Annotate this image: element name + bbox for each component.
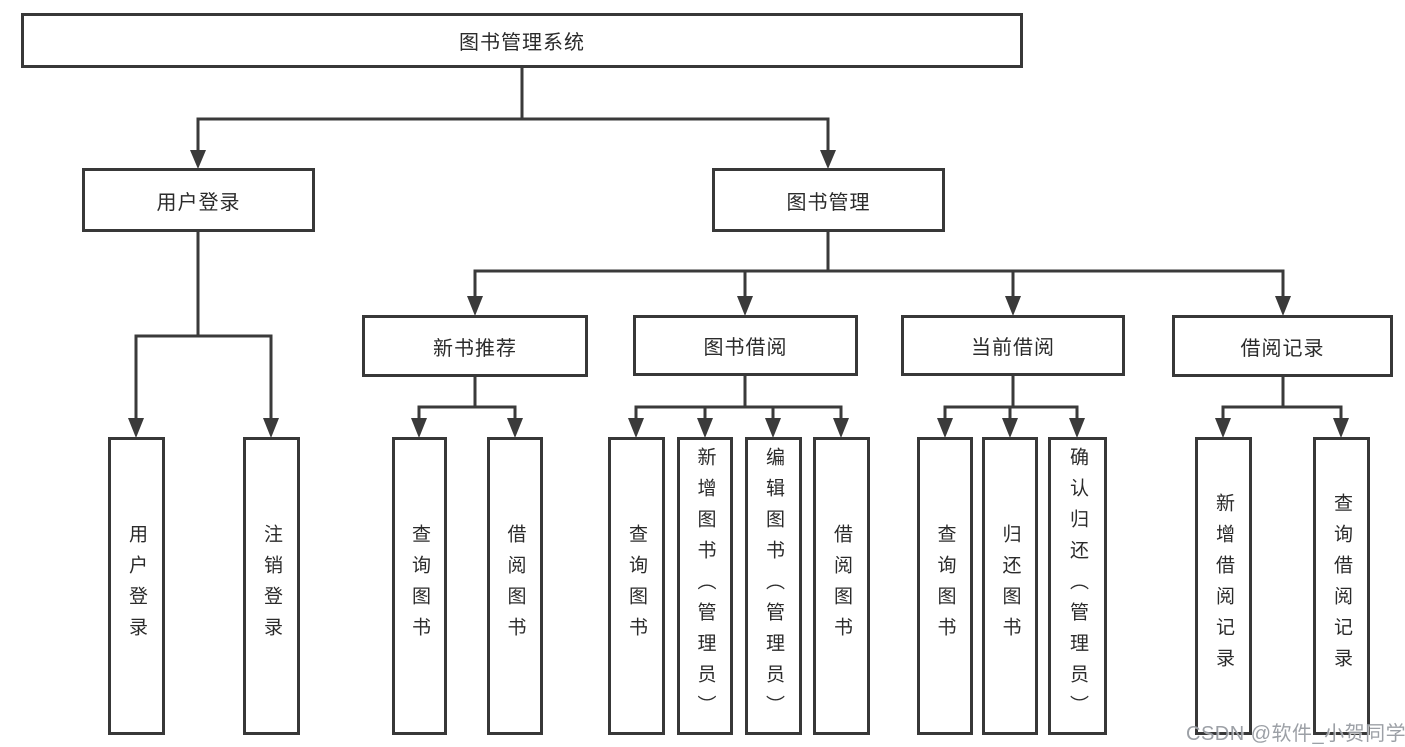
node-borrow-record: 借阅记录 — [1172, 315, 1393, 377]
node-current-borrow: 当前借阅 — [901, 315, 1125, 376]
connector-root-to-level2 — [190, 68, 836, 169]
leaf-query-book-borrow: 查询图书 — [608, 437, 665, 735]
connector-new-book-recommend-to-leaves — [411, 377, 523, 438]
leaf-return-book: 归还图书 — [982, 437, 1038, 735]
node-user-login: 用户登录 — [82, 168, 315, 232]
leaf-borrow-book: 借阅图书 — [813, 437, 870, 735]
connector-book-management-to-level3 — [467, 232, 1291, 316]
node-book-management: 图书管理 — [712, 168, 945, 232]
leaf-add-borrow-record: 新增借阅记录 — [1195, 437, 1252, 735]
connector-current-borrow-to-leaves — [937, 376, 1085, 438]
node-new-book-recommend: 新书推荐 — [362, 315, 588, 377]
leaf-add-book-admin: 新增图书（管理员） — [677, 437, 733, 735]
leaf-user-login: 用户登录 — [108, 437, 165, 735]
connector-borrow-record-to-leaves — [1215, 377, 1349, 438]
leaf-query-borrow-record: 查询借阅记录 — [1313, 437, 1370, 735]
node-root: 图书管理系统 — [21, 13, 1023, 68]
leaf-edit-book-admin: 编辑图书（管理员） — [745, 437, 802, 735]
connector-book-borrow-to-leaves — [628, 376, 849, 438]
connector-user-login-to-leaves — [128, 232, 279, 438]
leaf-logout: 注销登录 — [243, 437, 300, 735]
leaf-confirm-return-admin: 确认归还（管理员） — [1048, 437, 1107, 735]
leaf-query-book-current: 查询图书 — [917, 437, 973, 735]
node-book-borrow: 图书借阅 — [633, 315, 858, 376]
leaf-query-book-recommend: 查询图书 — [392, 437, 447, 735]
leaf-borrow-book-recommend: 借阅图书 — [487, 437, 543, 735]
watermark-text: CSDN @软件_小贺同学 — [1186, 723, 1405, 745]
